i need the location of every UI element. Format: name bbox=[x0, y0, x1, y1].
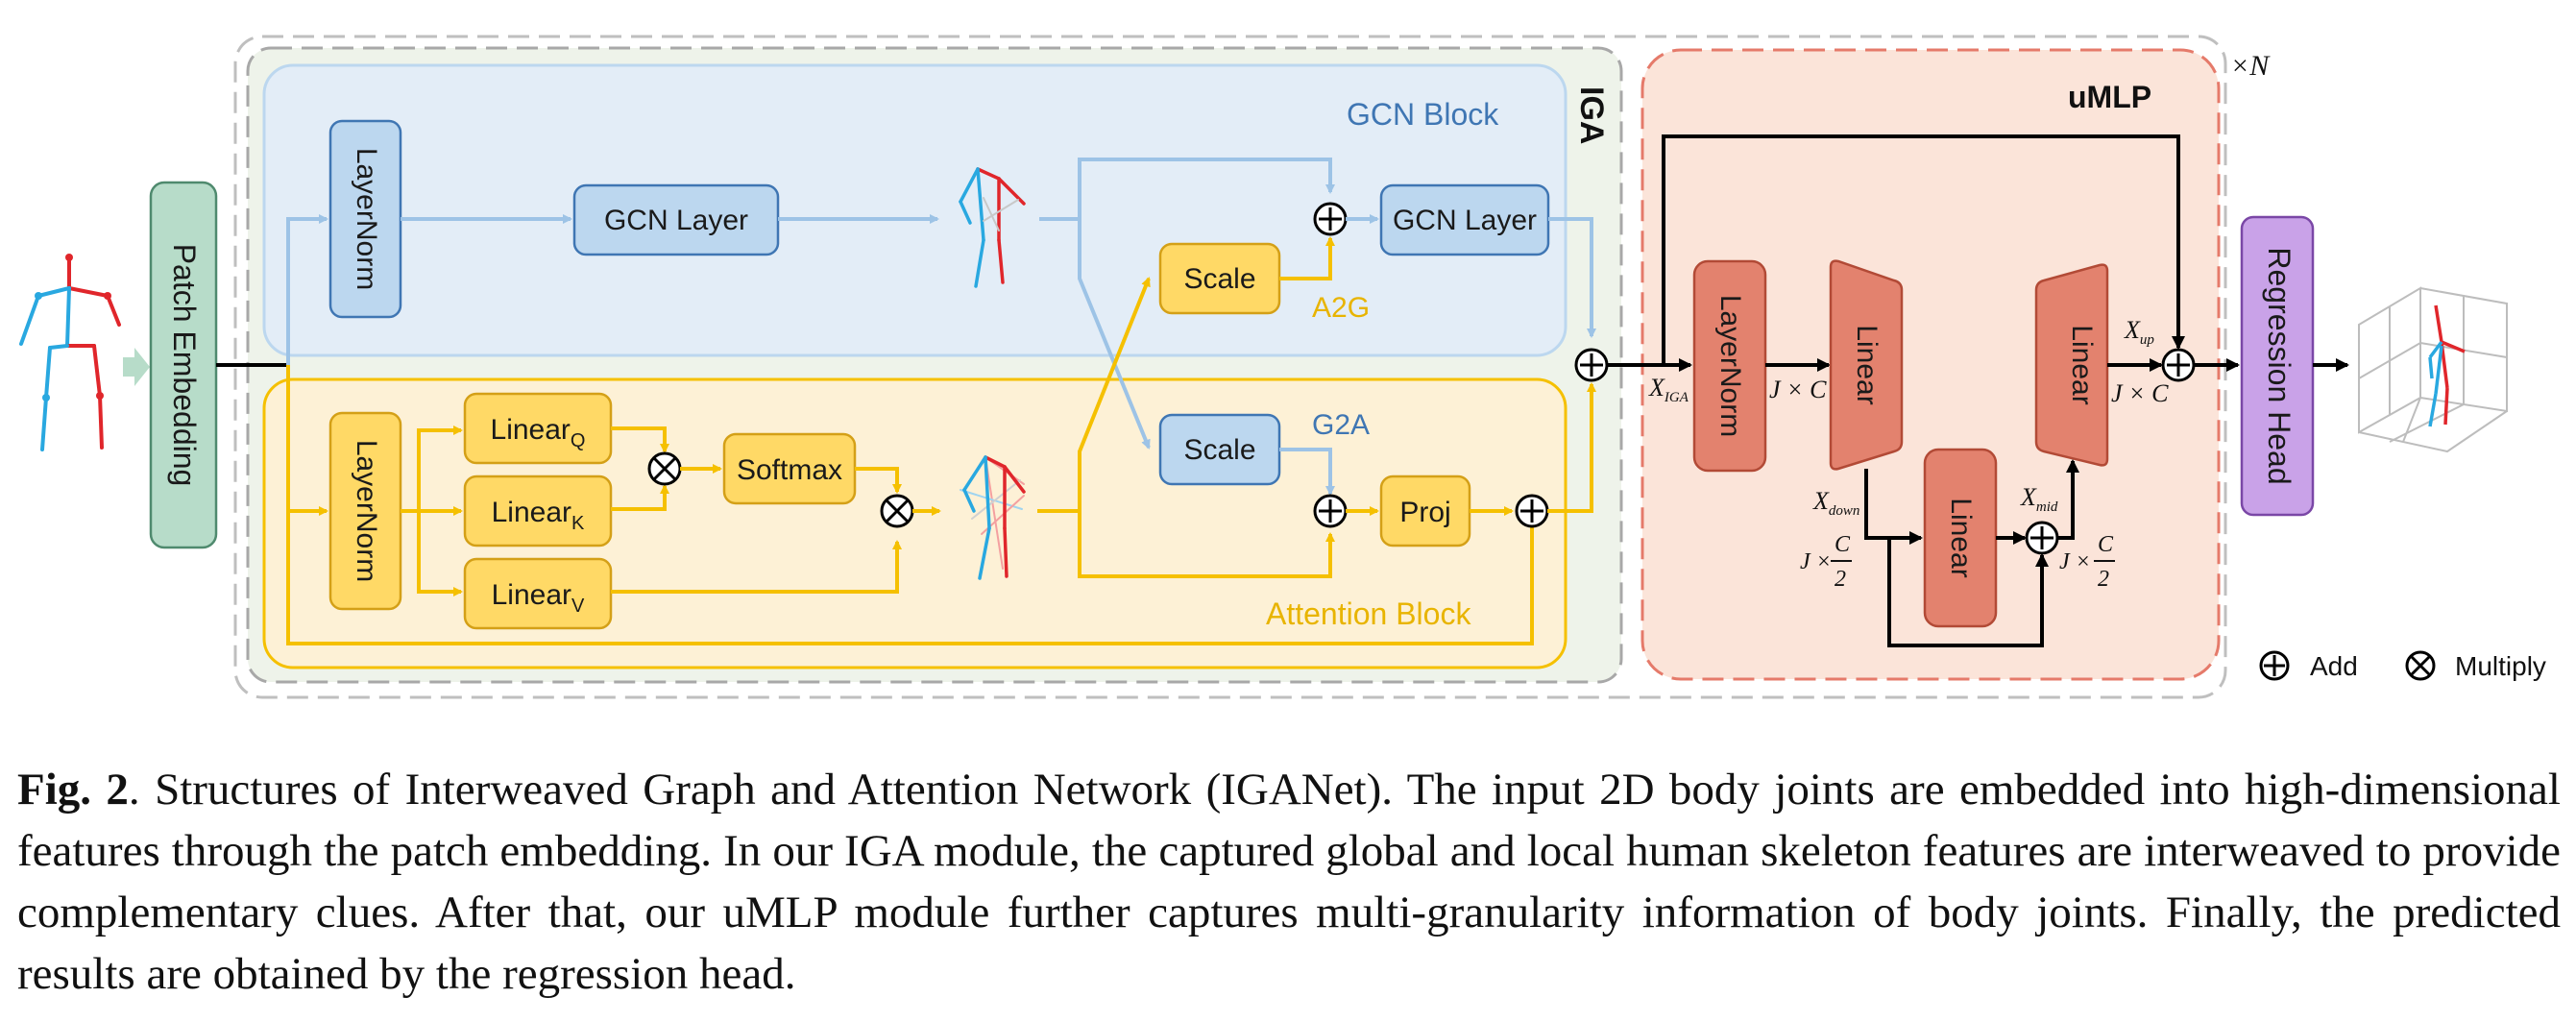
multiply-node-av bbox=[880, 494, 914, 528]
caption-text: . Structures of Interweaved Graph and At… bbox=[17, 765, 2561, 999]
softmax-label: Softmax bbox=[737, 454, 842, 486]
layernorm-att-label: LayerNorm bbox=[351, 440, 382, 582]
attention-skeleton-graph bbox=[960, 455, 1026, 580]
linear-down-label: Linear bbox=[1851, 325, 1883, 404]
jc-label-2: J × C bbox=[2111, 379, 2169, 407]
add-node-att-residual bbox=[1515, 494, 1549, 528]
legend-add-icon bbox=[2259, 650, 2290, 681]
add-node-gcn bbox=[1313, 202, 1348, 236]
attention-block-label: Attention Block bbox=[1266, 596, 1471, 631]
jc-label-1: J × C bbox=[1769, 376, 1827, 403]
iga-label: IGA bbox=[1573, 86, 1610, 144]
linear-down-block bbox=[1829, 259, 1904, 471]
figure-caption: Fig. 2. Structures of Interweaved Graph … bbox=[17, 759, 2561, 1005]
input-arrow-icon bbox=[123, 348, 150, 386]
add-node-mlp-out bbox=[2161, 348, 2196, 382]
regression-head-label: Regression Head bbox=[2262, 247, 2297, 484]
scale-g2a-label: Scale bbox=[1183, 434, 1255, 466]
layernorm-gcn-label: LayerNorm bbox=[351, 148, 382, 290]
linear-mid-label: Linear bbox=[1945, 498, 1977, 577]
proj-label: Proj bbox=[1399, 497, 1450, 528]
scale-a2g-label: Scale bbox=[1183, 263, 1255, 295]
caption-label: Fig. 2 bbox=[17, 765, 129, 815]
x-down-label: Xdown bbox=[1812, 487, 1859, 519]
repeat-label: ×N bbox=[2230, 50, 2271, 82]
input-2d-skeleton bbox=[19, 254, 121, 451]
c-over-2-right-2: 2 bbox=[2098, 567, 2109, 592]
a2g-label: A2G bbox=[1312, 292, 1370, 324]
iganet-diagram: ×N IGA GCN Block Attention Block uMLP Pa… bbox=[19, 35, 2546, 699]
g2a-label: G2A bbox=[1312, 409, 1370, 441]
add-node-iga bbox=[1574, 348, 1609, 382]
gcn-block-label: GCN Block bbox=[1347, 97, 1499, 132]
layernorm-mlp-label: LayerNorm bbox=[1714, 295, 1746, 437]
patch-embedding-label: Patch Embedding bbox=[167, 244, 202, 487]
linear-q-label: LinearQ bbox=[491, 414, 586, 451]
legend-add-label: Add bbox=[2310, 651, 2358, 681]
x-up-label: Xup bbox=[2124, 316, 2154, 348]
c-over-2-right-c: C bbox=[2098, 532, 2114, 557]
add-node-mlp-mid bbox=[2025, 521, 2059, 555]
linear-up-label: Linear bbox=[2066, 325, 2098, 404]
j-c2-label-left: J × bbox=[1800, 549, 1832, 574]
linear-up-block bbox=[2034, 263, 2109, 467]
gcn-layer-1-label: GCN Layer bbox=[604, 205, 748, 236]
linear-v-label: LinearV bbox=[492, 579, 585, 617]
c-over-2-left-c: C bbox=[1835, 532, 1851, 557]
legend-multiply-icon bbox=[2405, 650, 2436, 681]
x-iga-label: XIGA bbox=[1648, 374, 1689, 405]
add-node-att bbox=[1313, 494, 1348, 528]
gcn-skeleton-graph bbox=[959, 167, 1026, 288]
output-3d-skeleton-plot bbox=[2358, 286, 2508, 453]
c-over-2-left-2: 2 bbox=[1835, 567, 1846, 592]
multiply-node-qk bbox=[647, 451, 682, 486]
gcn-layer-2-label: GCN Layer bbox=[1393, 205, 1537, 236]
j-c2-label-right: J × bbox=[2059, 549, 2091, 574]
linear-k-label: LinearK bbox=[492, 497, 585, 534]
x-mid-label: Xmid bbox=[2020, 483, 2058, 515]
umlp-label: uMLP bbox=[2068, 80, 2151, 114]
legend-multiply-label: Multiply bbox=[2455, 651, 2546, 681]
